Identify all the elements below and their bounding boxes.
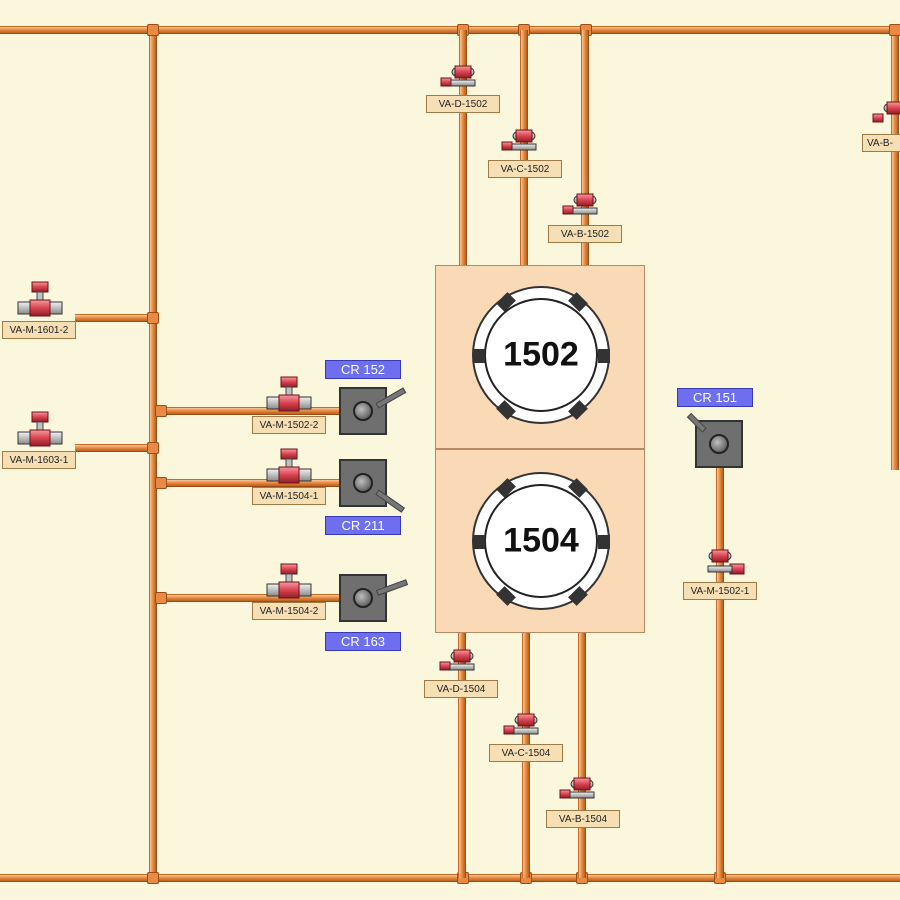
valve-tag-va-m-1504-1: VA-M-1504-1 [252, 487, 326, 505]
right-edge-pipe [891, 30, 899, 470]
valve-tag-va-m-1502-2: VA-M-1502-2 [252, 416, 326, 434]
vessel-1504-number: 1504 [503, 521, 579, 560]
valve-va-c-1504[interactable] [503, 713, 539, 735]
vessel-1504-gauge: 1504 [472, 472, 610, 610]
valve-va-m-1504-2[interactable] [266, 563, 312, 599]
left-main-riser-pipe [149, 30, 157, 878]
branch-pipe-1504-1 [155, 479, 345, 487]
vessel-1504[interactable]: 1504 [435, 449, 645, 633]
pipe-joint [155, 592, 167, 604]
vessel-segment [598, 535, 610, 549]
pipe-joint [147, 872, 159, 884]
pipe-joint [155, 477, 167, 489]
branch-pipe-1603-1 [75, 444, 155, 452]
valve-tag-va-m-1601-2: VA-M-1601-2 [2, 321, 76, 339]
vessel-segment [473, 349, 485, 363]
valve-va-b-edge[interactable] [872, 101, 900, 123]
valve-va-b-1502[interactable] [562, 193, 598, 215]
branch-pipe-1601-2 [75, 314, 155, 322]
controller-cr-211[interactable] [339, 459, 405, 513]
controller-label-cr-152: CR 152 [325, 360, 401, 379]
valve-va-m-1502-2[interactable] [266, 376, 312, 412]
controller-dial-icon [353, 588, 373, 608]
vessel-segment [473, 535, 485, 549]
vessel-1504-inner-ring [484, 484, 598, 598]
valve-tag-va-m-1603-1: VA-M-1603-1 [2, 451, 76, 469]
valve-va-b-1504[interactable] [559, 777, 595, 799]
valve-va-m-1601-2[interactable] [17, 281, 63, 317]
valve-tag-va-d-1502: VA-D-1502 [426, 95, 500, 113]
valve-tag-va-d-1504: VA-D-1504 [424, 680, 498, 698]
outlet-pipe-b-1504 [578, 600, 586, 878]
outlet-pipe-d-1504 [458, 618, 466, 878]
vessel-1502-gauge: 1502 [472, 286, 610, 424]
controller-dial-icon [709, 434, 729, 454]
pipe-joint [889, 24, 900, 36]
controller-label-cr-211: CR 211 [325, 516, 401, 535]
valve-tag-va-m-1502-1: VA-M-1502-1 [683, 582, 757, 600]
vessel-1502-number: 1502 [503, 335, 579, 374]
outlet-pipe-m-1502-1 [716, 468, 724, 878]
controller-dial-icon [353, 401, 373, 421]
bottom-header-pipe [0, 874, 900, 882]
valve-va-c-1502[interactable] [501, 129, 537, 151]
controller-cr-152[interactable] [339, 387, 407, 435]
valve-va-d-1504[interactable] [439, 649, 475, 671]
controller-label-cr-151: CR 151 [677, 388, 753, 407]
valve-va-m-1504-1[interactable] [266, 448, 312, 484]
pipe-joint [147, 312, 159, 324]
pipe-joint [147, 442, 159, 454]
controller-dial-icon [353, 473, 373, 493]
pipe-joint [155, 405, 167, 417]
valve-tag-va-b-edge: VA-B- [862, 134, 900, 152]
valve-va-m-1502-1[interactable] [707, 549, 745, 575]
valve-tag-va-c-1504: VA-C-1504 [489, 744, 563, 762]
valve-tag-va-b-1504: VA-B-1504 [546, 810, 620, 828]
vessel-1502[interactable]: 1502 [435, 265, 645, 449]
top-header-pipe [0, 26, 900, 34]
valve-va-d-1502[interactable] [440, 65, 476, 87]
valve-tag-va-m-1504-2: VA-M-1504-2 [252, 602, 326, 620]
pipe-joint [147, 24, 159, 36]
valve-tag-va-c-1502: VA-C-1502 [488, 160, 562, 178]
feed-pipe-d-1502 [459, 30, 467, 280]
vessel-1502-inner-ring [484, 298, 598, 412]
valve-tag-va-b-1502: VA-B-1502 [548, 225, 622, 243]
controller-cr-151[interactable] [686, 412, 743, 468]
controller-cr-163[interactable] [339, 574, 409, 622]
branch-pipe-1504-2 [155, 594, 345, 602]
valve-va-m-1603-1[interactable] [17, 411, 63, 447]
feed-pipe-b-1502 [581, 30, 589, 305]
controller-label-cr-163: CR 163 [325, 632, 401, 651]
vessel-segment [598, 349, 610, 363]
branch-pipe-1502-2 [155, 407, 345, 415]
